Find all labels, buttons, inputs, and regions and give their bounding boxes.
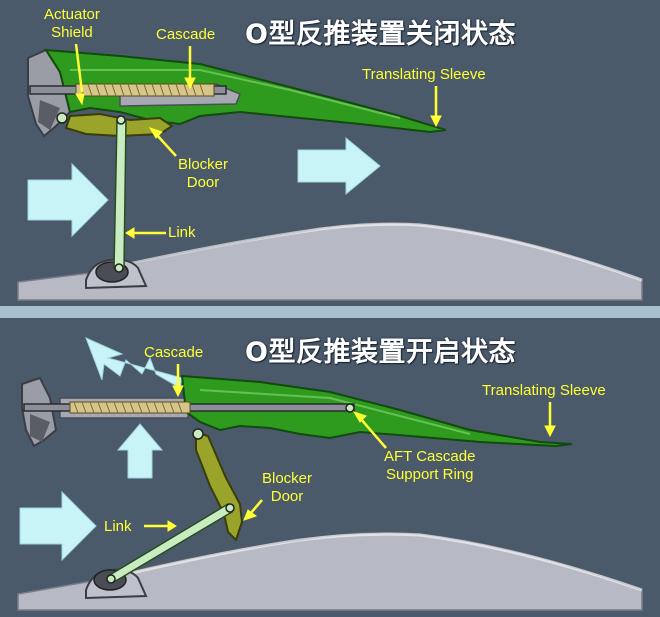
inner-fairing-top bbox=[109, 222, 643, 282]
closed-diagram-graphic bbox=[17, 43, 643, 301]
label-pointers bbox=[74, 43, 442, 239]
label-blocker-door: Blocker Door bbox=[178, 156, 229, 191]
label-translating-sleeve: Translating Sleeve bbox=[362, 66, 486, 83]
inlet-flow-arrow bbox=[19, 490, 97, 562]
label-blocker-door: Blocker Door bbox=[262, 470, 313, 505]
link-rod bbox=[113, 119, 127, 269]
panel-divider bbox=[0, 306, 660, 318]
label-actuator-shield: Actuator Shield bbox=[44, 6, 100, 41]
deflected-flow-arrow bbox=[116, 423, 164, 479]
label-translating-sleeve: Translating Sleeve bbox=[482, 382, 606, 399]
closed-state-title: O型反推装置关闭状态 bbox=[245, 19, 516, 50]
diagram-panel-open: O型反推装置开启状态 Cascade Translating Sleeve AF… bbox=[0, 318, 660, 617]
open-state-title: O型反推装置开启状态 bbox=[245, 337, 516, 368]
diagram-panel-closed: O型反推装置关闭状态 Actuator Shield Cascade Trans… bbox=[0, 0, 660, 306]
inlet-flow-arrow bbox=[27, 162, 109, 238]
open-diagram-graphic bbox=[17, 337, 643, 611]
label-cascade: Cascade bbox=[144, 344, 204, 361]
label-cascade: Cascade bbox=[156, 26, 216, 43]
fan-flow-arrow bbox=[297, 136, 381, 196]
label-link: Link bbox=[168, 224, 196, 241]
label-link: Link bbox=[104, 518, 132, 535]
label-pointers bbox=[144, 364, 556, 532]
label-aft-cascade-support-ring: AFT Cascade Support Ring bbox=[384, 448, 476, 483]
reverse-thrust-flow bbox=[85, 337, 183, 389]
